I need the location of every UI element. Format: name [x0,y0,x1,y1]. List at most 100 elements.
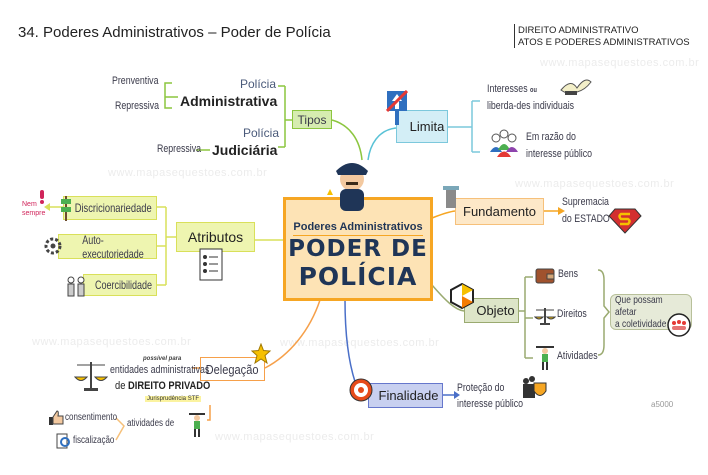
connector-atributos-branches [157,206,176,286]
policia-administrativa-prefix: Polícia [240,77,277,91]
objeto-label: Objeto [476,303,515,318]
objeto-item: Bens [558,268,579,280]
limita-item1-line1: Interesses ou [487,83,537,95]
judiciaria-item: Repressiva [157,143,202,155]
connector-fundamento [431,210,456,219]
objeto-note-line2: a coletividade [615,318,667,330]
hexagon-cube-icon [449,283,475,309]
fundamento-line1: Supremacia [562,196,609,208]
atributo-coercibilidade[interactable]: Coercibilidade [83,274,157,296]
nem-sempre-line2: sempre [22,210,46,217]
delegacao-line2: de DIREITO PRIVADO [115,380,210,392]
scale-icon [534,306,556,326]
limita-item1-line2: liberda-des individuais [487,100,575,112]
policia-judiciaria-name: Judiciária [212,142,278,158]
weightlifter-icon [188,410,206,438]
no-entry-sign-icon [386,90,408,126]
central-title-line1: PODER DE [288,236,428,262]
ou-label: ou [530,87,537,94]
fundamento-label: Fundamento [463,204,536,219]
atributo-label: Discricionariedade [74,201,152,215]
node-finalidade[interactable]: Finalidade [368,383,443,408]
fundamento-line2: do ESTADO [562,213,610,225]
atividades-de-label: atividades de [127,418,175,429]
objeto-item: Atividades [557,350,598,362]
limita-item2-line2: interesse público [526,148,593,160]
thumbs-up-icon [48,410,64,426]
subject-label: DIREITO ADMINISTRATIVO [518,25,639,36]
node-limita[interactable]: Limita [396,110,448,143]
sheriff-star-icon [250,343,272,365]
node-delegacao[interactable]: Delegação [200,357,265,381]
bird-freedom-icon [557,76,593,98]
watermark: www.mapasequestoes.com.br [280,337,440,349]
police-officer-icon [322,155,382,213]
connector-objeto-branches [519,276,533,359]
delegacao-line1: entidades administrativas [110,364,210,376]
group-people-icon [488,128,520,158]
central-title-line2: POLÍCIA [298,262,418,291]
finalidade-line2: interesse público [457,398,524,410]
watermark: www.mapasequestoes.com.br [108,167,268,179]
page-title: 34. Poderes Administrativos – Poder de P… [18,24,331,41]
administrativa-item: Prenventiva [112,75,159,87]
weightlifter-icon [535,343,555,371]
watermark: www.mapasequestoes.com.br [540,57,700,69]
delegacao-line2-prefix: de [115,380,126,392]
limita-item2-line1: Em razão do [526,131,576,143]
node-objeto[interactable]: Objeto [464,298,519,323]
limita-label: Limita [409,119,445,134]
map-code: a5000 [651,400,674,409]
node-fundamento[interactable]: Fundamento [455,198,544,225]
watermark: www.mapasequestoes.com.br [215,431,375,443]
central-subtitle: Poderes Administrativos [293,221,423,236]
central-topic: Poderes Administrativos PODER DE POLÍCIA [283,197,433,301]
atributos-label: Atributos [187,229,244,245]
objeto-note-line1: Que possam afetar [615,294,663,318]
topic-label: ATOS E PODERES ADMINISTRATIVOS [518,37,690,48]
node-tipos[interactable]: Tipos [292,110,332,129]
checklist-icon [199,248,223,281]
people-arguing-icon [66,274,86,298]
administrativa-item: Repressiva [115,100,160,112]
connector-tipos [331,119,363,161]
connector-objeto [431,284,465,312]
limita-item1-text: Interesses [487,83,528,95]
inspection-icon [55,432,71,450]
connector-tipos-branches [278,85,292,148]
signpost-icon [60,194,72,222]
atividade-item: fiscalização [73,435,115,446]
connector-limita [367,127,397,161]
connector-administrativa [164,82,178,109]
node-atributos[interactable]: Atributos [176,222,255,252]
connector-finalidade [344,299,359,391]
finalidade-label: Finalidade [378,388,439,403]
possivel-para: possível para [143,356,182,362]
connector-delegacao-branches [192,367,211,421]
objeto-item: Direitos [557,308,587,320]
crowd-shield-icon [520,375,548,401]
atividade-item: consentimento [65,412,118,423]
atributo-label: Auto-executoriedade [82,232,144,261]
finalidade-line1: Proteção do [457,382,505,394]
tipos-label: Tipos [297,112,327,127]
target-group-icon [667,313,691,337]
jurisprudencia-badge: Jurisprudência STF [145,396,202,402]
exclamation-icon [39,190,45,204]
watermark: www.mapasequestoes.com.br [32,336,192,348]
wallet-icon [535,266,555,284]
policia-administrativa-name: Administrativa [180,93,278,109]
atributo-discricionariedade[interactable]: Discricionariedade [63,196,157,220]
atributo-auto-executoriedade[interactable]: Auto-executoriedade [58,232,157,261]
policia-judiciaria-prefix: Polícia [243,126,280,140]
delegacao-label: Delegação [206,361,259,377]
atributo-label: Coercibilidade [94,278,152,292]
scale-justice-icon [74,360,108,392]
gears-icon [44,235,62,257]
header-divider [514,24,515,48]
column-pillar-icon [443,186,459,208]
direito-privado-label: DIREITO PRIVADO [128,380,211,392]
watermark: www.mapasequestoes.com.br [515,178,675,190]
